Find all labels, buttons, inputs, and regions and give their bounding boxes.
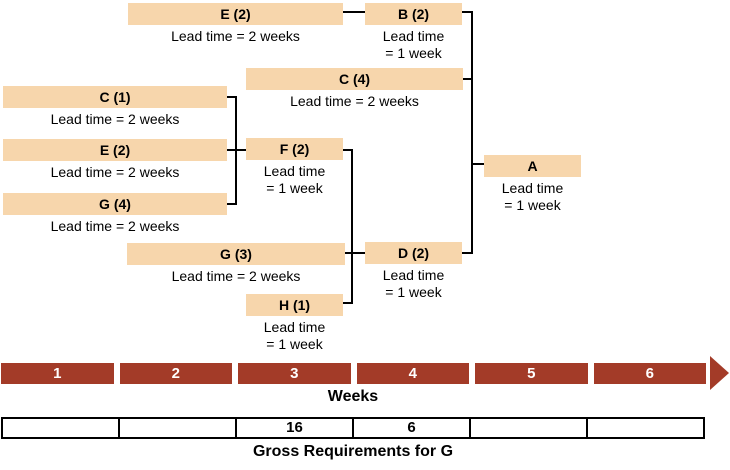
week-segment-1: 1 [1,363,114,384]
connector-h-to-trunk [343,302,353,304]
node-lead-time: Lead time = 2 weeks [50,164,180,180]
node-label: C (4) [338,71,371,87]
node-label: B (2) [397,6,430,22]
connector-c4-to-trunk [462,78,472,80]
node-lead-time: Lead time = 1 week [263,163,326,196]
connector-c1-to-trunk [227,96,237,98]
node-label: F (2) [279,141,310,157]
connector-g3-to-d [345,252,365,254]
node-h: H (1) Lead time = 1 week [246,294,343,353]
connector-b-to-trunk [462,11,472,13]
node-a-box: A [484,155,581,177]
node-f: F (2) Lead time = 1 week [246,138,343,197]
node-c4: C (4) Lead time = 2 weeks [246,68,463,110]
node-e-left-box: E (2) [3,139,227,161]
week-segment-4: 4 [356,363,469,384]
node-g4: G (4) Lead time = 2 weeks [3,193,227,235]
node-c1-box: C (1) [3,86,227,108]
connector-trunk-f [235,96,237,205]
node-lead-time: Lead time = 1 week [501,180,564,213]
connector-trunk-a [471,11,473,254]
weeks-caption: Weeks [327,388,379,405]
node-e-top: E (2) Lead time = 2 weeks [128,3,343,45]
node-label: E (2) [220,6,251,22]
node-e-left: E (2) Lead time = 2 weeks [3,139,227,181]
node-label: G (3) [220,246,252,262]
gross-req-cell-week4: 6 [352,419,469,437]
node-label: H (1) [278,297,311,313]
node-e-top-box: E (2) [128,3,343,25]
gross-requirements-caption: Gross Requirements for G [252,443,454,460]
week-segment-5: 5 [475,363,588,384]
node-label: A [527,158,538,174]
node-h-box: H (1) [246,294,343,316]
node-lead-time: Lead time = 2 weeks [171,28,300,44]
connector-trunk-to-a [471,163,485,165]
node-d-box: D (2) [365,242,462,264]
node-lead-time: Lead time = 1 week [382,28,445,61]
node-b-box: B (2) [365,3,462,25]
connector-etop-to-b [343,11,365,13]
node-g4-box: G (4) [3,193,227,215]
gross-req-cell-week5 [469,419,586,437]
node-g3: G (3) Lead time = 2 weeks [127,243,345,285]
node-lead-time: Lead time = 2 weeks [171,268,301,284]
gross-req-cell-week6 [586,419,703,437]
node-label: C (1) [99,89,131,105]
node-lead-time: Lead time = 2 weeks [290,93,419,109]
node-f-box: F (2) [246,138,343,160]
node-label: G (4) [99,196,131,212]
node-lead-time: Lead time = 2 weeks [50,111,180,127]
connector-d-to-trunk [462,252,472,254]
gross-req-cell-week3: 16 [235,419,352,437]
week-segment-3: 3 [238,363,351,384]
connector-g4-to-trunk [227,203,237,205]
connector-f-to-trunk [343,149,353,151]
node-c1: C (1) Lead time = 2 weeks [3,86,227,128]
gross-req-cell-week1 [3,419,118,437]
gross-req-cell-week2 [118,419,235,437]
node-label: D (2) [397,245,430,261]
node-d: D (2) Lead time = 1 week [365,242,462,301]
week-segment-2: 2 [119,363,232,384]
node-b: B (2) Lead time = 1 week [365,3,462,62]
weeks-timeline: 1 2 3 4 5 6 [1,363,706,384]
node-a: A Lead time = 1 week [484,155,581,214]
node-lead-time: Lead time = 1 week [382,267,445,300]
node-label: E (2) [99,142,131,158]
node-lead-time: Lead time = 2 weeks [50,218,180,234]
gross-requirements-table: 16 6 [1,417,705,439]
node-lead-time: Lead time = 1 week [263,319,326,352]
connector-trunk-d [351,149,353,304]
week-segment-6: 6 [593,363,706,384]
node-g3-box: G (3) [127,243,345,265]
node-c4-box: C (4) [246,68,463,90]
timeline-arrow-icon [710,356,729,390]
